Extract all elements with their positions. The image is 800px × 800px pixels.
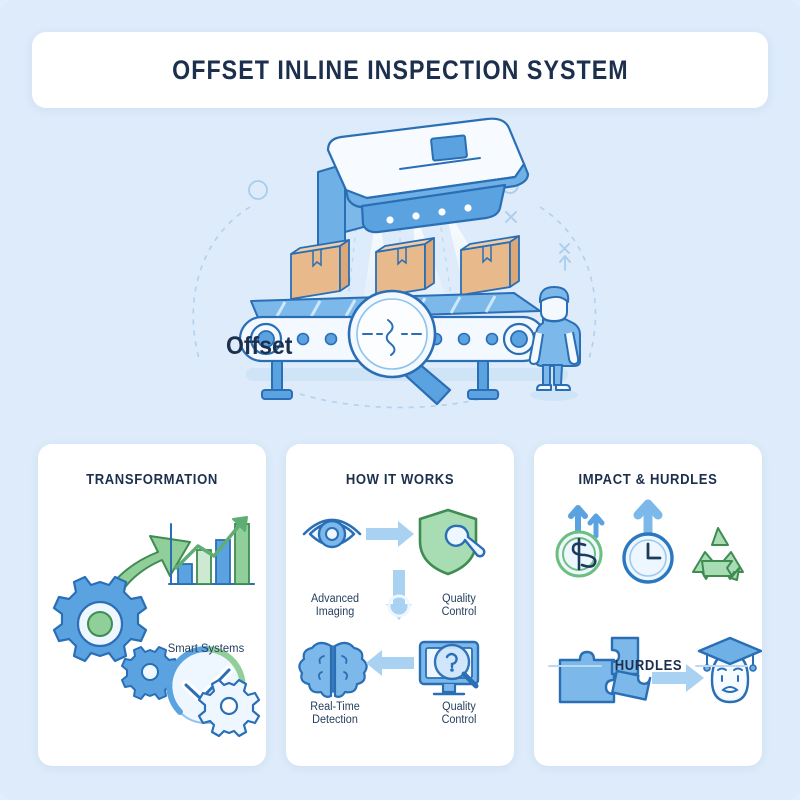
scanner-leds — [386, 204, 472, 224]
card-impact-hurdles[interactable]: IMPACT & HURDLES — [534, 444, 762, 766]
card-transformation[interactable]: TRANSFORMATION — [38, 444, 266, 766]
hurdles-line-left — [548, 665, 602, 667]
card-how-it-works[interactable]: HOW IT WORKS — [286, 444, 514, 766]
bar-4 — [234, 523, 250, 585]
shield-wrench-icon — [418, 508, 486, 576]
gears-growth-arrow-icon — [52, 535, 191, 700]
hurdles-label: HURDLES — [614, 658, 682, 674]
recycle-icon — [692, 527, 744, 581]
bar-1 — [177, 563, 193, 585]
smart-systems-label: Smart Systems — [167, 641, 245, 655]
step-label-quality-control-top: Quality Control — [441, 593, 477, 618]
hurdles-divider: HURDLES — [548, 658, 748, 674]
card-how-it-works-body: Advanced Imaging Quality Control Real-Ti… — [286, 496, 514, 766]
decorative-sparkles — [505, 211, 571, 271]
arrow-left-icon — [366, 650, 414, 676]
hurdles-line-right — [694, 665, 748, 667]
hero-illustration: Offset — [0, 112, 800, 427]
eye-icon — [302, 518, 362, 549]
arrow-right-icon — [366, 521, 414, 547]
monitor-search-icon — [418, 640, 480, 696]
cards-row: TRANSFORMATION — [38, 444, 762, 766]
hurdle-arrow-right-icon — [652, 664, 704, 692]
offset-label: Offset — [226, 332, 293, 360]
card-impact-hurdles-title: IMPACT & HURDLES — [578, 472, 718, 488]
bar-chart-trend-icon — [168, 516, 255, 585]
card-transformation-title: TRANSFORMATION — [86, 472, 218, 488]
bar-2 — [196, 549, 212, 585]
conveyor-boxes — [290, 235, 520, 300]
arrow-down-icon — [386, 570, 412, 620]
card-impact-hurdles-body: HURDLES — [534, 496, 762, 766]
check-circle-gear-icon — [166, 646, 261, 738]
factory-worker — [528, 286, 581, 401]
card-transformation-body: Smart Systems — [38, 496, 266, 766]
step-label-real-time-detection: Real-Time Detection — [310, 701, 360, 726]
scanner-device — [326, 117, 530, 234]
magnifier-defect-icon — [347, 289, 452, 406]
clock-speed-icon — [622, 499, 674, 584]
page-title: OFFSET INLINE INSPECTION SYSTEM — [171, 54, 629, 85]
step-label-quality-control-bottom: Quality Control — [441, 701, 477, 726]
step-label-advanced-imaging: Advanced Imaging — [310, 593, 360, 618]
hero-svg — [192, 117, 597, 409]
brain-icon — [298, 641, 368, 698]
card-how-it-works-title: HOW IT WORKS — [345, 472, 455, 488]
puzzle-pieces-icon — [558, 636, 652, 704]
title-card: OFFSET INLINE INSPECTION SYSTEM — [32, 32, 768, 108]
dollar-growth-icon — [555, 505, 605, 578]
